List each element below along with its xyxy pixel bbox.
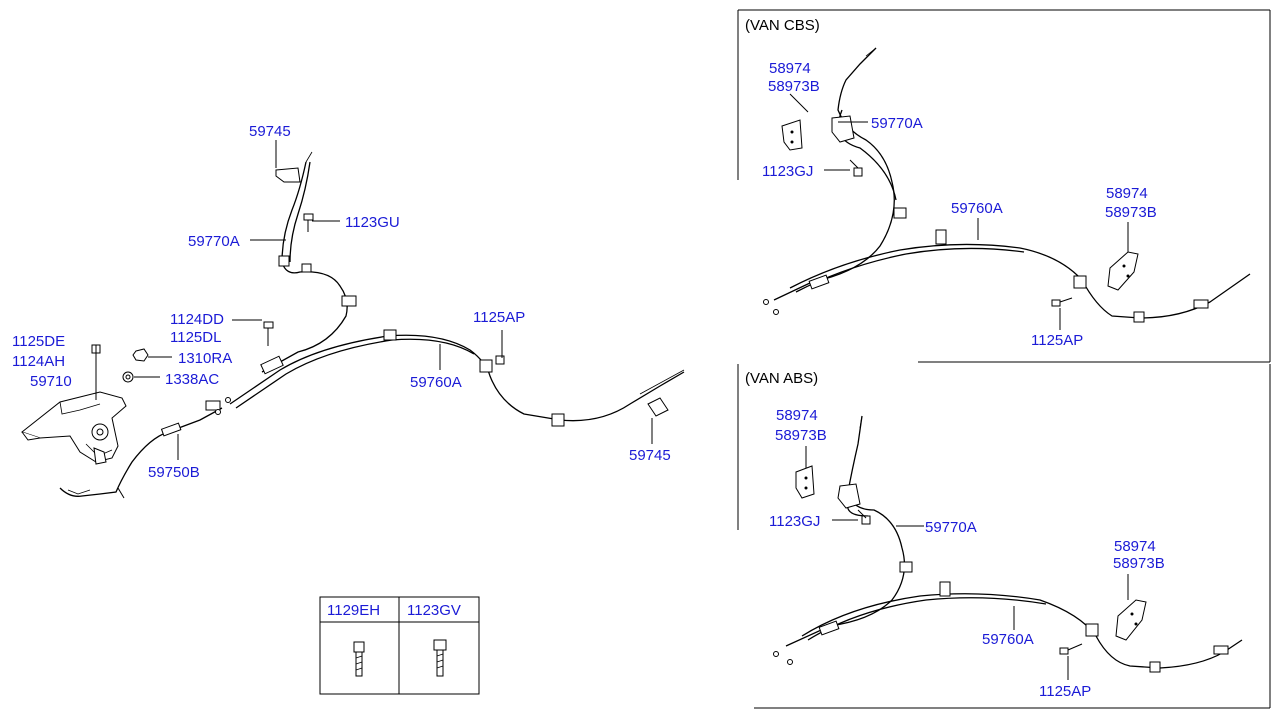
table-header-1129EH: 1129EH [327, 602, 380, 619]
van-cbs-callout-59760A: 59760A [951, 200, 1003, 217]
parking-brake-lever [20, 391, 127, 465]
cable-59760A-right [215, 329, 685, 427]
van-cbs-callout-1123GJ: 1123GJ [762, 163, 813, 180]
van-cbs-bracket-a [781, 119, 803, 151]
main-assembly: 59745 1123GU 59770A 1124DD 1125DL 1125DE… [12, 123, 685, 499]
van-cbs-bolts [849, 159, 1073, 307]
van-cbs-cables [763, 47, 1251, 323]
callout-1310RA: 1310RA [178, 350, 232, 367]
van-abs-callout-1125AP: 1125AP [1039, 683, 1091, 700]
main-leader-lines [95, 140, 653, 460]
callout-1125AP: 1125AP [473, 309, 525, 326]
van-abs-callout-59770A: 59770A [925, 519, 977, 536]
callout-59745-top: 59745 [249, 123, 291, 140]
van-cbs-callout-58973B-a: 58973B [768, 78, 820, 95]
van-cbs-leaders [789, 93, 1129, 330]
callout-1338AC: 1338AC [165, 371, 219, 388]
van-cbs-callout-58974-b: 58974 [1106, 185, 1148, 202]
bolt-1123GU [303, 213, 314, 232]
van-abs-bolts [857, 509, 1083, 655]
front-cable-59750B [59, 400, 223, 499]
callout-1125DL: 1125DL [170, 329, 221, 346]
van-cbs-callout-58973B-b: 58973B [1105, 204, 1157, 221]
bolt-table: 1129EH 1123GV [319, 596, 480, 695]
van-abs-bracket-b [1115, 599, 1147, 641]
van-cbs-bracket-b [1107, 251, 1139, 291]
van-abs-callout-1123GJ: 1123GJ [769, 513, 820, 530]
callout-59750B: 59750B [148, 464, 200, 481]
van-abs-bracket-a [795, 465, 815, 499]
table-header-1123GV: 1123GV [407, 602, 461, 619]
van-cbs-panel: (VAN CBS) [737, 9, 1271, 363]
callout-59760A: 59760A [410, 374, 462, 391]
callout-59770A: 59770A [188, 233, 240, 250]
van-abs-callout-58973B-b: 58973B [1113, 555, 1165, 572]
van-cbs-callout-1125AP: 1125AP [1031, 332, 1083, 349]
van-abs-callout-58973B-a: 58973B [775, 427, 827, 444]
van-cbs-title: (VAN CBS) [745, 17, 820, 34]
callout-1124DD: 1124DD [170, 311, 224, 328]
callout-1123GU: 1123GU [345, 214, 400, 231]
lever-fasteners [91, 344, 149, 383]
bolt-1124DD [263, 321, 274, 346]
van-abs-callout-58974-b: 58974 [1114, 538, 1156, 555]
callout-1124AH: 1124AH [12, 353, 65, 370]
cable-59770A-left [261, 151, 357, 373]
van-abs-panel: (VAN ABS) [737, 364, 1271, 709]
van-abs-leaders [805, 446, 1129, 680]
van-cbs-callout-58974-a: 58974 [769, 60, 811, 77]
callout-59710: 59710 [30, 373, 72, 390]
bolt-1129EH-icon [353, 641, 365, 677]
van-cbs-callout-59770A: 59770A [871, 115, 923, 132]
van-abs-cables [773, 415, 1243, 673]
callout-1125DE: 1125DE [12, 333, 65, 350]
van-abs-callout-58974-a: 58974 [776, 407, 818, 424]
van-abs-callout-59760A: 59760A [982, 631, 1034, 648]
callout-59745-right: 59745 [629, 447, 671, 464]
bolt-1123GV-icon [433, 639, 447, 677]
van-abs-title: (VAN ABS) [745, 370, 818, 387]
